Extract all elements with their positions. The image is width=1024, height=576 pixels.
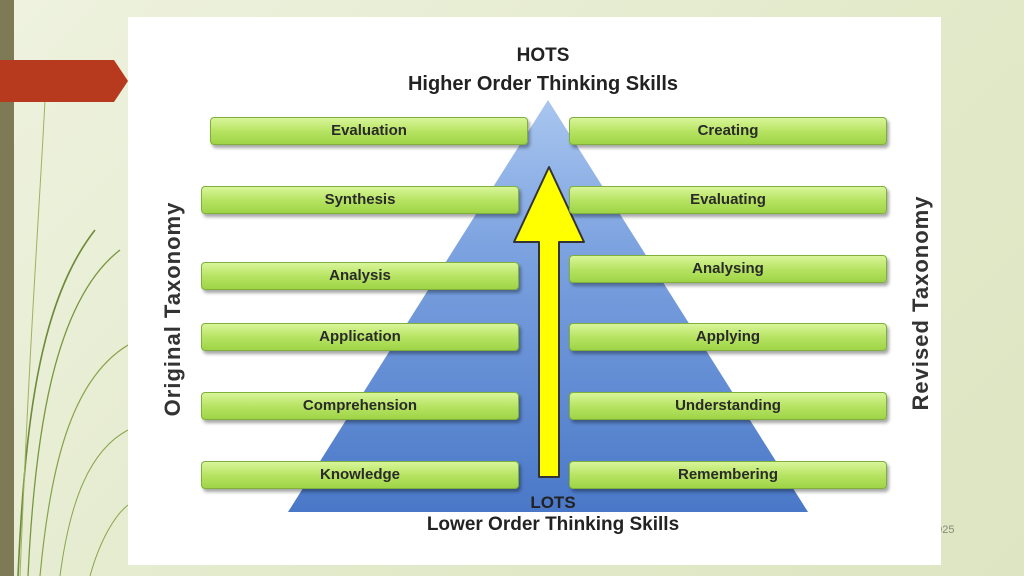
red-arrow-tab <box>0 60 128 102</box>
hots-title: HOTS <box>516 45 570 66</box>
revised-stage-analysing: Analysing <box>569 255 887 283</box>
original-stage-analysis: Analysis <box>201 262 519 290</box>
revised-stage-evaluating: Evaluating <box>569 186 887 214</box>
left-accent-bar <box>0 0 14 576</box>
original-stage-synthesis: Synthesis <box>201 186 519 214</box>
original-stage-application: Application <box>201 323 519 351</box>
revised-stage-remembering: Remembering <box>569 461 887 489</box>
decorative-curves <box>17 99 129 576</box>
revised-stage-understanding: Understanding <box>569 392 887 420</box>
lots-title: LOTS <box>530 493 576 512</box>
original-stage-evaluation: Evaluation <box>210 117 528 145</box>
revised-stage-creating: Creating <box>569 117 887 145</box>
hots-subtitle: Higher Order Thinking Skills <box>407 73 679 95</box>
lots-subtitle: Lower Order Thinking Skills <box>426 514 680 535</box>
revised-taxonomy-label: Revised Taxonomy <box>908 195 933 411</box>
original-stage-comprehension: Comprehension <box>201 392 519 420</box>
original-stage-knowledge: Knowledge <box>201 461 519 489</box>
revised-stage-applying: Applying <box>569 323 887 351</box>
up-arrow-icon <box>513 166 585 478</box>
taxonomy-diagram: HOTS Higher Order Thinking Skills LOTS L… <box>128 17 941 565</box>
original-taxonomy-label: Original Taxonomy <box>160 201 185 417</box>
